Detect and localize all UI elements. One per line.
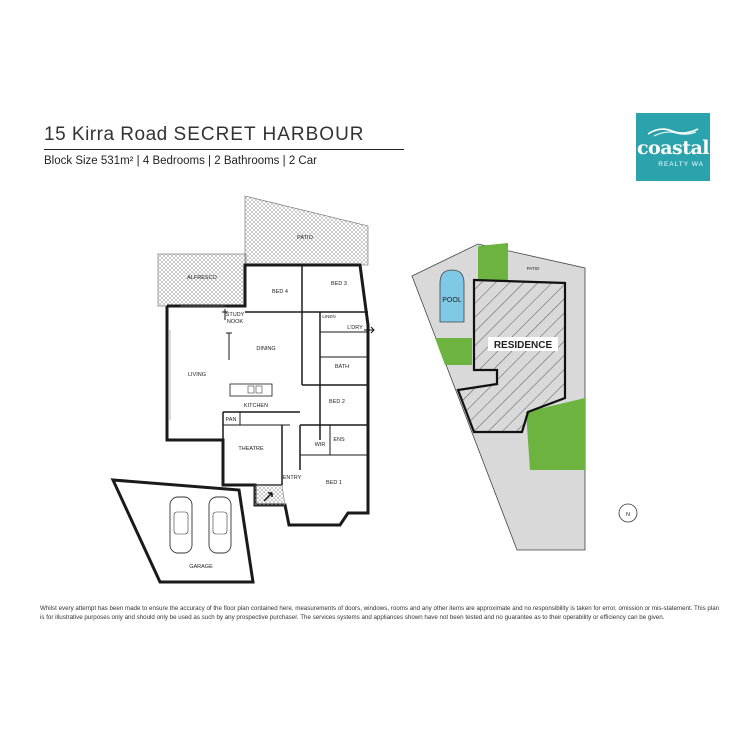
wave-icon xyxy=(647,128,699,137)
coastal-logo: coastal REALTY WA xyxy=(636,113,710,181)
room-study-label: STUDY xyxy=(226,312,245,318)
title-divider xyxy=(44,149,404,150)
room-bed1-label: BED 1 xyxy=(326,480,342,486)
residence-label-bg xyxy=(488,337,558,351)
room-kitchen-label: KITCHEN xyxy=(244,403,268,409)
car-icon xyxy=(208,496,232,554)
suburb: SECRET HARBOUR xyxy=(173,124,365,145)
room-entry-label: ENTRY xyxy=(283,475,302,481)
site-patio-label: PATIO xyxy=(527,266,540,271)
room-ens-label: ENS xyxy=(333,437,345,443)
residence-label: RESIDENCE xyxy=(494,340,553,351)
garage-label: GARAGE xyxy=(189,564,213,570)
alfresco-access-arrow-icon xyxy=(222,309,228,320)
room-wir-label: WIR xyxy=(315,442,326,448)
pool-label: POOL xyxy=(442,297,462,304)
car-icon xyxy=(169,496,193,554)
lawn-top xyxy=(478,243,508,280)
room-linen-label: LINEN xyxy=(322,314,335,319)
north-compass-icon: N xyxy=(618,503,638,523)
alfresco-label: ALFRESCO xyxy=(187,275,217,281)
north-label: N xyxy=(626,512,630,518)
property-summary: Block Size 531m² | 4 Bedrooms | 2 Bathro… xyxy=(44,155,317,167)
logo-sub: REALTY WA xyxy=(658,161,704,168)
lawn-right xyxy=(526,398,585,470)
address: 15 Kirra Road xyxy=(44,124,168,145)
site-plan: PATIO POOL RESIDENCE N xyxy=(411,243,638,551)
room-pan-label: PAN xyxy=(226,417,237,423)
kitchen-island xyxy=(229,383,273,397)
disclaimer: Whilst every attempt has been made to en… xyxy=(40,605,720,621)
logo-word: coastal xyxy=(636,137,710,159)
room-living-label: LIVING xyxy=(188,372,206,378)
pool: POOL xyxy=(439,269,465,323)
entry-arrow-icon xyxy=(263,492,273,502)
room-dining-label: DINING xyxy=(256,346,275,352)
room-bed2-label: BED 2 xyxy=(329,399,345,405)
patio-label: PATIO xyxy=(297,235,313,241)
garage: GARAGE xyxy=(110,478,255,584)
lawn-left xyxy=(435,338,472,365)
room-bath-label: BATH xyxy=(335,364,349,370)
page-title: 15 Kirra Road SECRET HARBOUR xyxy=(44,124,365,146)
room-bed4-label: BED 4 xyxy=(272,289,288,295)
room-theatre-label: THEATRE xyxy=(238,446,264,452)
residence-footprint xyxy=(456,278,567,434)
patio-area: PATIO xyxy=(244,195,369,266)
laundry-exit-arrow-icon xyxy=(364,326,375,334)
room-laundry-label: L'DRY xyxy=(347,325,363,331)
room-bed3-label: BED 3 xyxy=(331,281,347,287)
room-nook-label: NOOK xyxy=(227,319,244,325)
alfresco-area: ALFRESCO xyxy=(157,253,247,307)
